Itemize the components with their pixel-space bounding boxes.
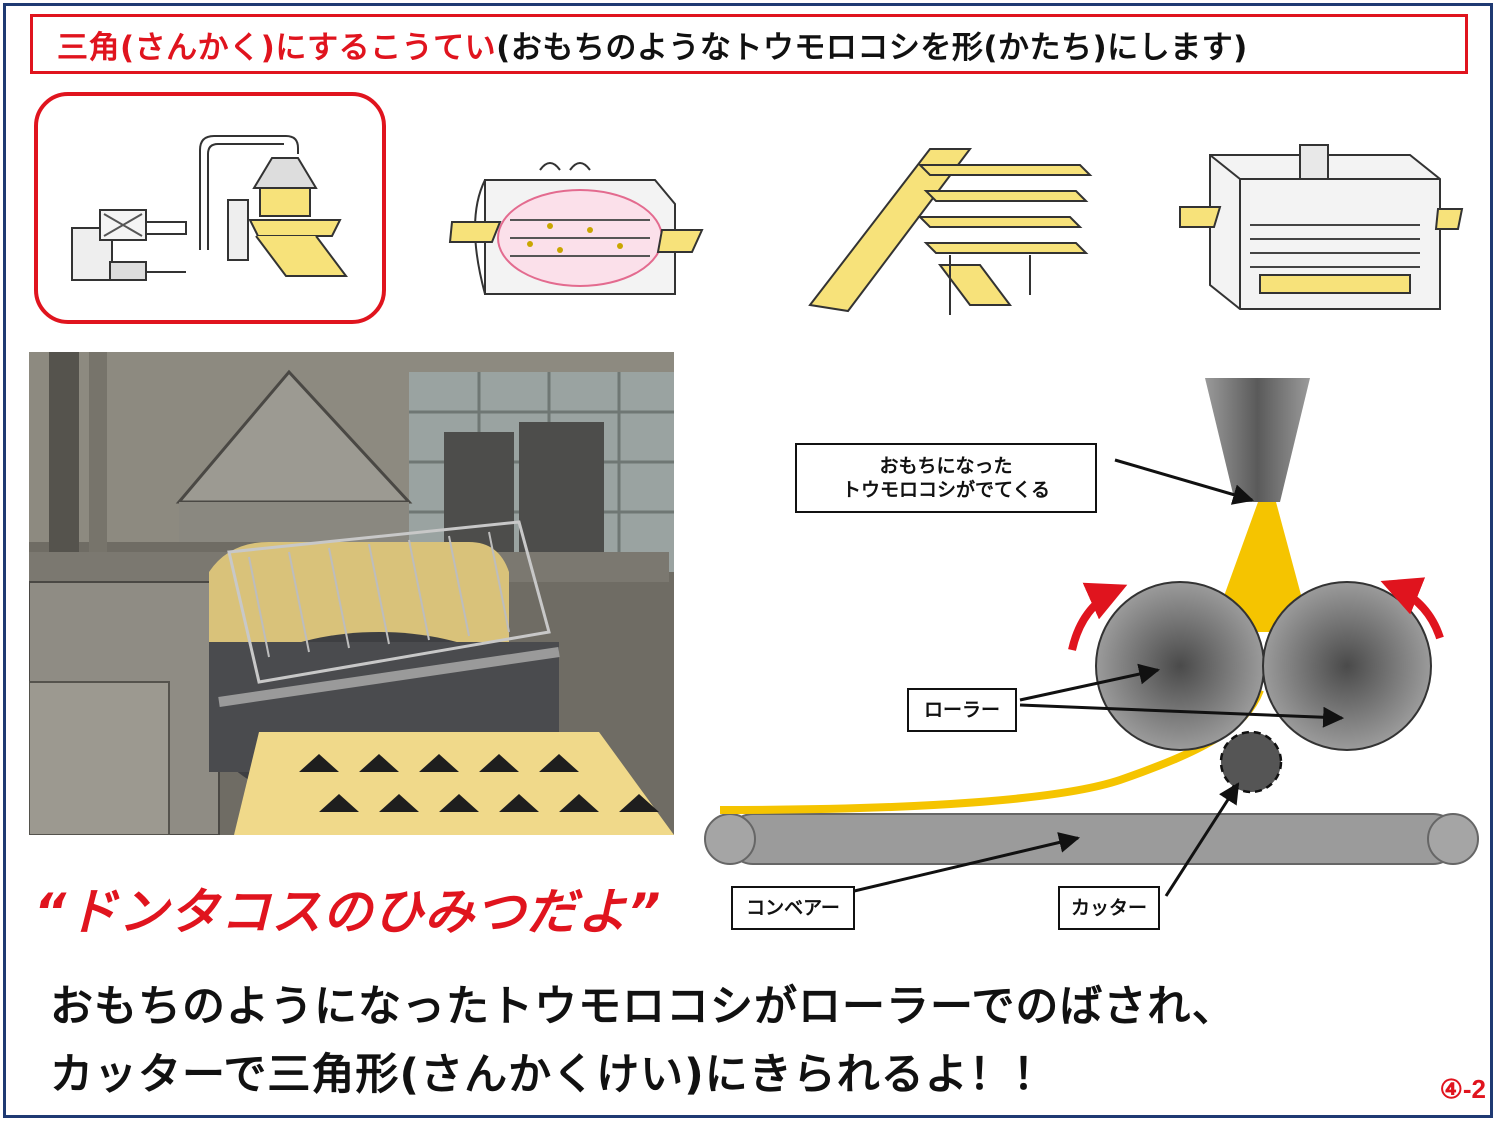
title-red-part: 三角(さんかく)にするこうてい [57, 29, 497, 66]
body-line-1: おもちのようになったトウモロコシがローラーでのばされ、 [50, 982, 1236, 1032]
conveyor-belt-icon [808, 148, 1093, 315]
roller-callout: ローラー [907, 688, 1017, 732]
cutter-callout: カッター [1058, 886, 1160, 930]
page-frame [3, 3, 1493, 1118]
conveyor-callout: コンベアー [731, 886, 855, 930]
hopper-machine-icon [71, 135, 348, 281]
title-black-part: (おもちのようなトウモロコシを形(かたち)にします) [496, 29, 1248, 66]
roller-cutter-diagram [704, 378, 1479, 897]
roller-drum-icon [448, 162, 704, 295]
left-roller [1095, 581, 1265, 751]
factory-photo [29, 352, 674, 835]
conveyor-belt [704, 813, 1479, 865]
dough-stream [1211, 502, 1311, 632]
right-roller [1262, 581, 1432, 751]
title-box: 三角(さんかく)にするこうてい(おもちのようなトウモロコシを形(かたち)にします… [30, 14, 1468, 74]
headline: “ドンタコスのひみつだよ” [34, 883, 662, 941]
dough-callout: おもちになった トウモロコシがでてくる [795, 443, 1097, 513]
fryer-machine-icon [1179, 144, 1464, 310]
cutter-roller [1219, 730, 1283, 794]
hopper [1205, 378, 1310, 502]
current-step-highlight [34, 92, 386, 324]
body-line-2: カッターで三角形(さんかくけい)にきられるよ！！ [50, 1050, 1057, 1100]
page-number: ④-2 [1439, 1074, 1486, 1104]
